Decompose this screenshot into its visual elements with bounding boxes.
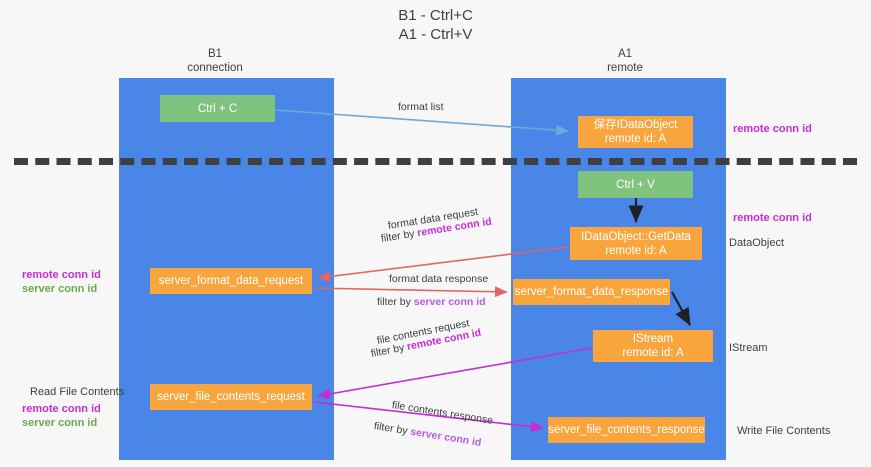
node-idataobject-getdata[interactable]: IDataObject::GetData remote id: A: [570, 227, 702, 260]
edge-label-format-data-response: format data response: [389, 272, 488, 286]
node-istream[interactable]: IStream remote id: A: [593, 330, 713, 362]
node-server-format-data-request[interactable]: server_format_data_request: [150, 268, 312, 294]
column-b1-name: B1: [207, 48, 223, 60]
annotation-left-conn-ids-2: remote conn id server conn id: [22, 402, 101, 430]
title-line-1: B1 - Ctrl+C: [398, 7, 473, 24]
column-header-a1: A1 remote: [555, 47, 695, 75]
node-ctrl-c-label: Ctrl + C: [197, 102, 238, 115]
node-server-file-contents-request[interactable]: server_file_contents_request: [150, 384, 312, 410]
title-line-2: A1 - Ctrl+V: [398, 26, 473, 43]
annotation-left-remote-conn-id: remote conn id: [22, 269, 101, 281]
node-server-format-data-request-label: server_format_data_request: [158, 275, 304, 287]
node-istream-line2: remote id: A: [622, 347, 684, 359]
column-a1-role: remote: [607, 62, 643, 74]
annotation-left-remote-conn-id-2: remote conn id: [22, 403, 101, 415]
node-istream-line1: IStream: [632, 333, 674, 345]
filter-prefix: filter by: [369, 341, 409, 360]
annotation-right-remote-conn-id-mid: remote conn id: [733, 212, 812, 224]
filter-key-server-conn-id: server conn id: [409, 425, 483, 449]
node-getdata-line2: remote id: A: [605, 244, 667, 257]
node-save-idataobject-line2: remote id: A: [604, 133, 667, 145]
column-a1-name: A1: [617, 48, 633, 60]
edge-label-format-data-response-filter: filter by server conn id: [377, 295, 486, 309]
filter-prefix: filter by: [377, 296, 414, 308]
phase-divider: [14, 158, 857, 165]
edge-label-format-list-text: format list: [398, 101, 444, 113]
node-ctrl-v[interactable]: Ctrl + V: [578, 171, 693, 198]
node-server-format-data-response[interactable]: server_format_data_response: [513, 279, 670, 305]
node-ctrl-c[interactable]: Ctrl + C: [160, 95, 275, 122]
node-server-file-contents-response[interactable]: server_file_contents_response: [548, 417, 705, 443]
annotation-left-server-conn-id-2: server conn id: [22, 417, 98, 429]
page-title: B1 - Ctrl+C A1 - Ctrl+V: [0, 6, 871, 44]
annotation-right-remote-conn-id-top: remote conn id: [733, 123, 812, 135]
annotation-right-write-file-contents: Write File Contents: [737, 425, 831, 437]
node-server-format-data-response-label: server_format_data_response: [514, 286, 669, 298]
edge-label-format-list: format list: [398, 100, 444, 114]
filter-key-server-conn-id: server conn id: [413, 296, 486, 308]
column-header-b1: B1 connection: [150, 47, 280, 75]
filter-prefix: filter by: [380, 227, 419, 245]
node-save-idataobject-line1: 保存IDataObject: [593, 119, 678, 131]
edge-format-data-response: [313, 286, 508, 298]
node-ctrl-v-label: Ctrl + V: [616, 178, 655, 191]
node-getdata-line1: IDataObject::GetData: [581, 230, 691, 243]
annotation-left-conn-ids: remote conn id server conn id: [22, 268, 101, 296]
annotation-right-dataobject: DataObject: [729, 237, 785, 249]
annotation-left-read-file-contents: Read File Contents: [30, 386, 125, 398]
edge-label-file-contents-response-text: file contents response: [391, 399, 494, 427]
column-b1-role: connection: [187, 62, 243, 74]
node-server-file-contents-response-label: server_file_contents_response: [548, 424, 705, 436]
node-save-idataobject[interactable]: 保存IDataObject remote id: A: [578, 116, 693, 148]
node-server-file-contents-request-label: server_file_contents_request: [157, 391, 305, 403]
annotation-right-istream: IStream: [729, 342, 768, 354]
annotation-left-server-conn-id: server conn id: [22, 283, 98, 295]
edge-label-format-data-response-text: format data response: [389, 273, 489, 285]
filter-prefix: filter by: [373, 420, 412, 438]
